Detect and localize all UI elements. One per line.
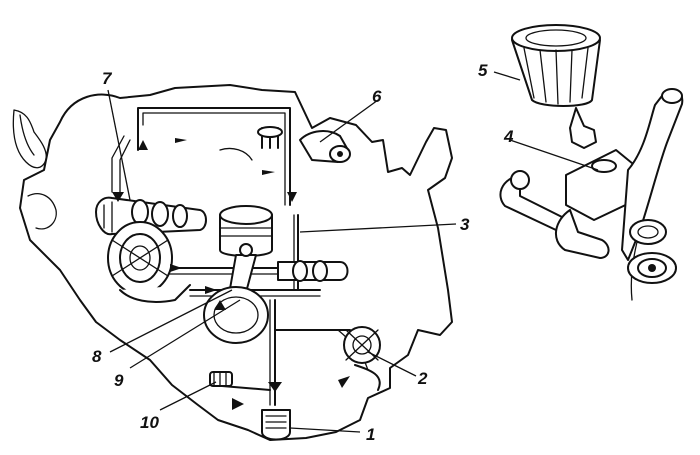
flow-arrow-icon <box>175 138 187 143</box>
camshaft-icon <box>95 196 207 236</box>
rocker-assembly <box>257 126 351 163</box>
shaft-right <box>277 260 349 282</box>
crankshaft-icon <box>107 221 191 303</box>
callout-9: 9 <box>114 371 124 390</box>
callout-labels: 7 6 3 5 4 8 9 10 2 1 <box>92 61 514 444</box>
flow-arrows <box>112 138 350 410</box>
callout-6: 6 <box>372 87 382 106</box>
flow-arrow-icon <box>232 398 244 410</box>
flow-arrow-icon <box>214 300 226 310</box>
flow-arrow-icon <box>287 192 297 202</box>
flow-arrow-icon <box>338 376 350 388</box>
callout-7: 7 <box>102 69 113 88</box>
gasket-rings <box>627 219 677 284</box>
callout-leaders <box>107 71 599 433</box>
flow-arrow-icon <box>205 286 217 294</box>
flow-arrow-icon <box>112 192 124 202</box>
flow-arrow-icon <box>138 140 148 150</box>
flow-arrow-icon <box>268 382 282 392</box>
callout-10: 10 <box>140 413 159 432</box>
flow-arrow-icon <box>170 264 182 272</box>
oil-pickup-icon <box>261 409 291 441</box>
oil-filter-icon <box>511 24 601 149</box>
callout-3: 3 <box>460 215 470 234</box>
callout-5: 5 <box>478 61 488 80</box>
callout-4: 4 <box>503 127 514 146</box>
callout-8: 8 <box>92 347 102 366</box>
flow-arrow-icon <box>262 170 275 175</box>
oil-pump-icon <box>343 326 381 391</box>
callout-1: 1 <box>366 425 375 444</box>
callout-2: 2 <box>417 369 428 388</box>
